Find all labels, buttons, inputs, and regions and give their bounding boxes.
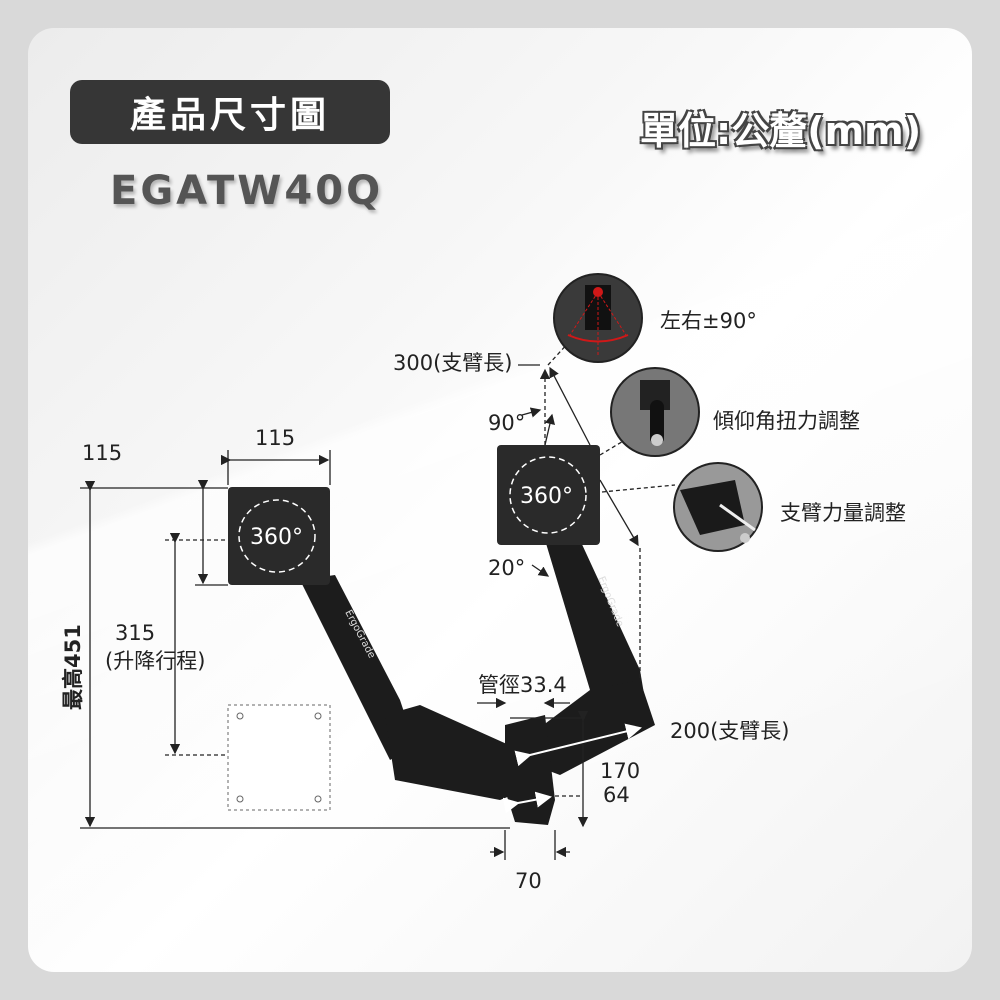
clamp-64-label: 64 [603, 783, 630, 807]
clamp-170-label: 170 [600, 759, 640, 783]
tilt-up-label: 90° [488, 411, 525, 435]
plate-height-label: 115 [82, 441, 122, 465]
vesa-plate-right [497, 445, 600, 545]
lower-arm-arrow [514, 723, 642, 767]
rotation-right-label: 360° [520, 484, 573, 509]
clamp-70-label: 70 [515, 869, 542, 893]
tilt-tension-detail-photo [610, 367, 700, 457]
pole-diameter-label: 管徑33.4 [478, 673, 567, 697]
rotate-arrow-icon [238, 499, 316, 573]
unit-label: 單位:公釐(mm) [640, 109, 922, 153]
feature-label-arm-force: 支臂力量調整 [780, 501, 906, 525]
clamp-arrow [502, 791, 552, 814]
rotate-arrow-icon [509, 456, 587, 534]
swivel-detail-photo [553, 273, 643, 363]
arm-force-detail-photo [673, 462, 763, 552]
plate-dimension-lines [165, 450, 331, 756]
max-height-label: 最高451 [61, 624, 85, 710]
tilt-down-label: 20° [488, 556, 525, 580]
feature-label-swivel: 左右±90° [660, 309, 757, 333]
lift-travel-value: 315 [115, 621, 155, 645]
lower-arm-length-label: 200(支臂長) [670, 719, 789, 743]
tilt-dimension-lines [518, 329, 676, 680]
lowered-plate-outline [227, 704, 331, 811]
plate-width-label: 115 [255, 426, 295, 450]
clamp-dimension-lines [477, 697, 589, 860]
lift-travel-note: (升降行程) [105, 649, 205, 673]
lowered-plate-holes [236, 712, 322, 803]
rotation-left-label: 360° [250, 525, 303, 550]
feature-label-tilt-tension: 傾仰角扭力調整 [713, 409, 860, 433]
model-number: EGATW40Q [110, 168, 384, 214]
upper-arm-length-label: 300(支臂長) [393, 351, 512, 375]
page-title: 產品尺寸圖 [70, 80, 390, 144]
